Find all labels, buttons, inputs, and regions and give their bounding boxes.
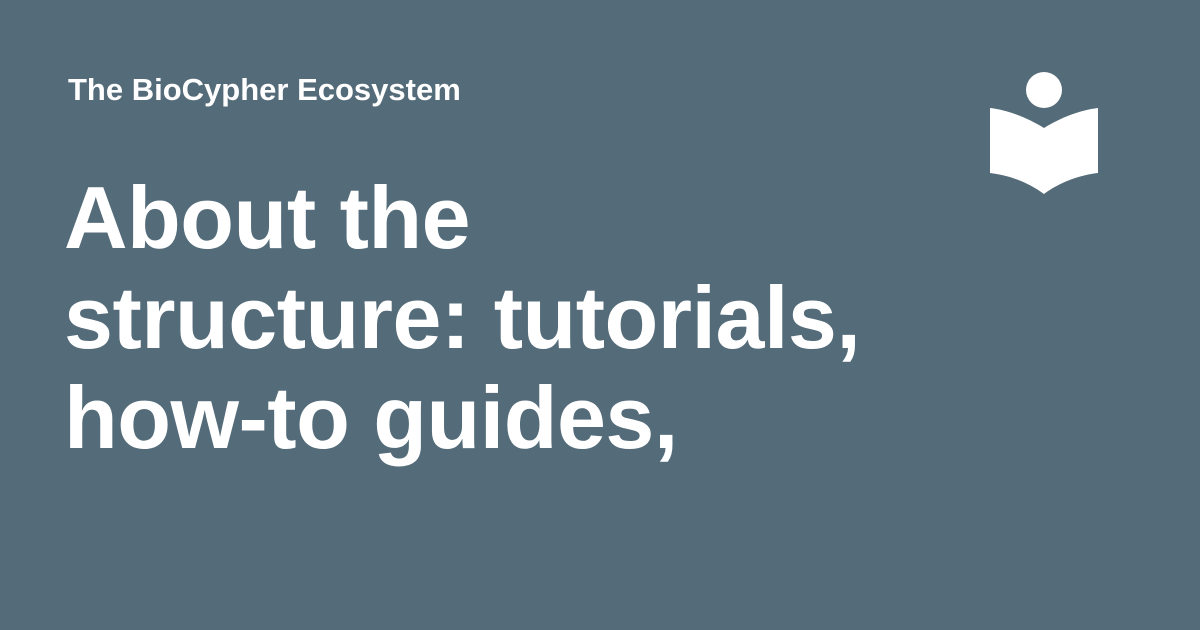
page-title-line: structure: tutorials, <box>64 268 861 367</box>
page-title-line: About the <box>64 168 471 267</box>
page-title-line: how-to guides, <box>64 368 678 467</box>
site-name: The BioCypher Ecosystem <box>68 72 461 107</box>
page-title: About the structure: tutorials, how-to g… <box>64 168 924 468</box>
open-book-reader-icon <box>988 70 1100 198</box>
